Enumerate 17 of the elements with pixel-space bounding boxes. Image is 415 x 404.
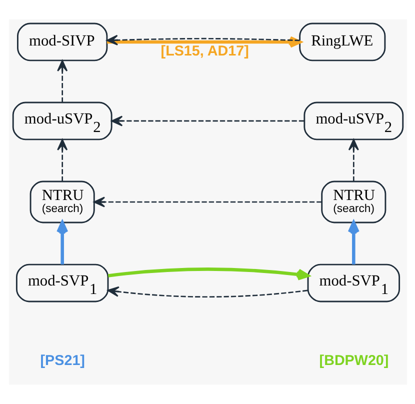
arrow [56, 139, 68, 182]
arrow [56, 60, 68, 102]
node-box: RingLWE [298, 22, 386, 62]
label: [PS21] [40, 352, 84, 369]
node-box: NTRU (search) [29, 180, 94, 224]
label: [BDPW20] [318, 352, 388, 369]
edge-label: [LS15, AD17] [160, 44, 248, 60]
arrow [106, 286, 308, 298]
arrow [107, 268, 309, 280]
arrow [347, 221, 359, 264]
node-box: mod-SIVP [16, 22, 108, 62]
arrow [56, 221, 68, 264]
arrow [93, 196, 322, 208]
node-box: NTRU (search) [320, 180, 386, 224]
arrow [348, 139, 358, 182]
arrow [106, 34, 300, 46]
arrow [110, 116, 304, 126]
